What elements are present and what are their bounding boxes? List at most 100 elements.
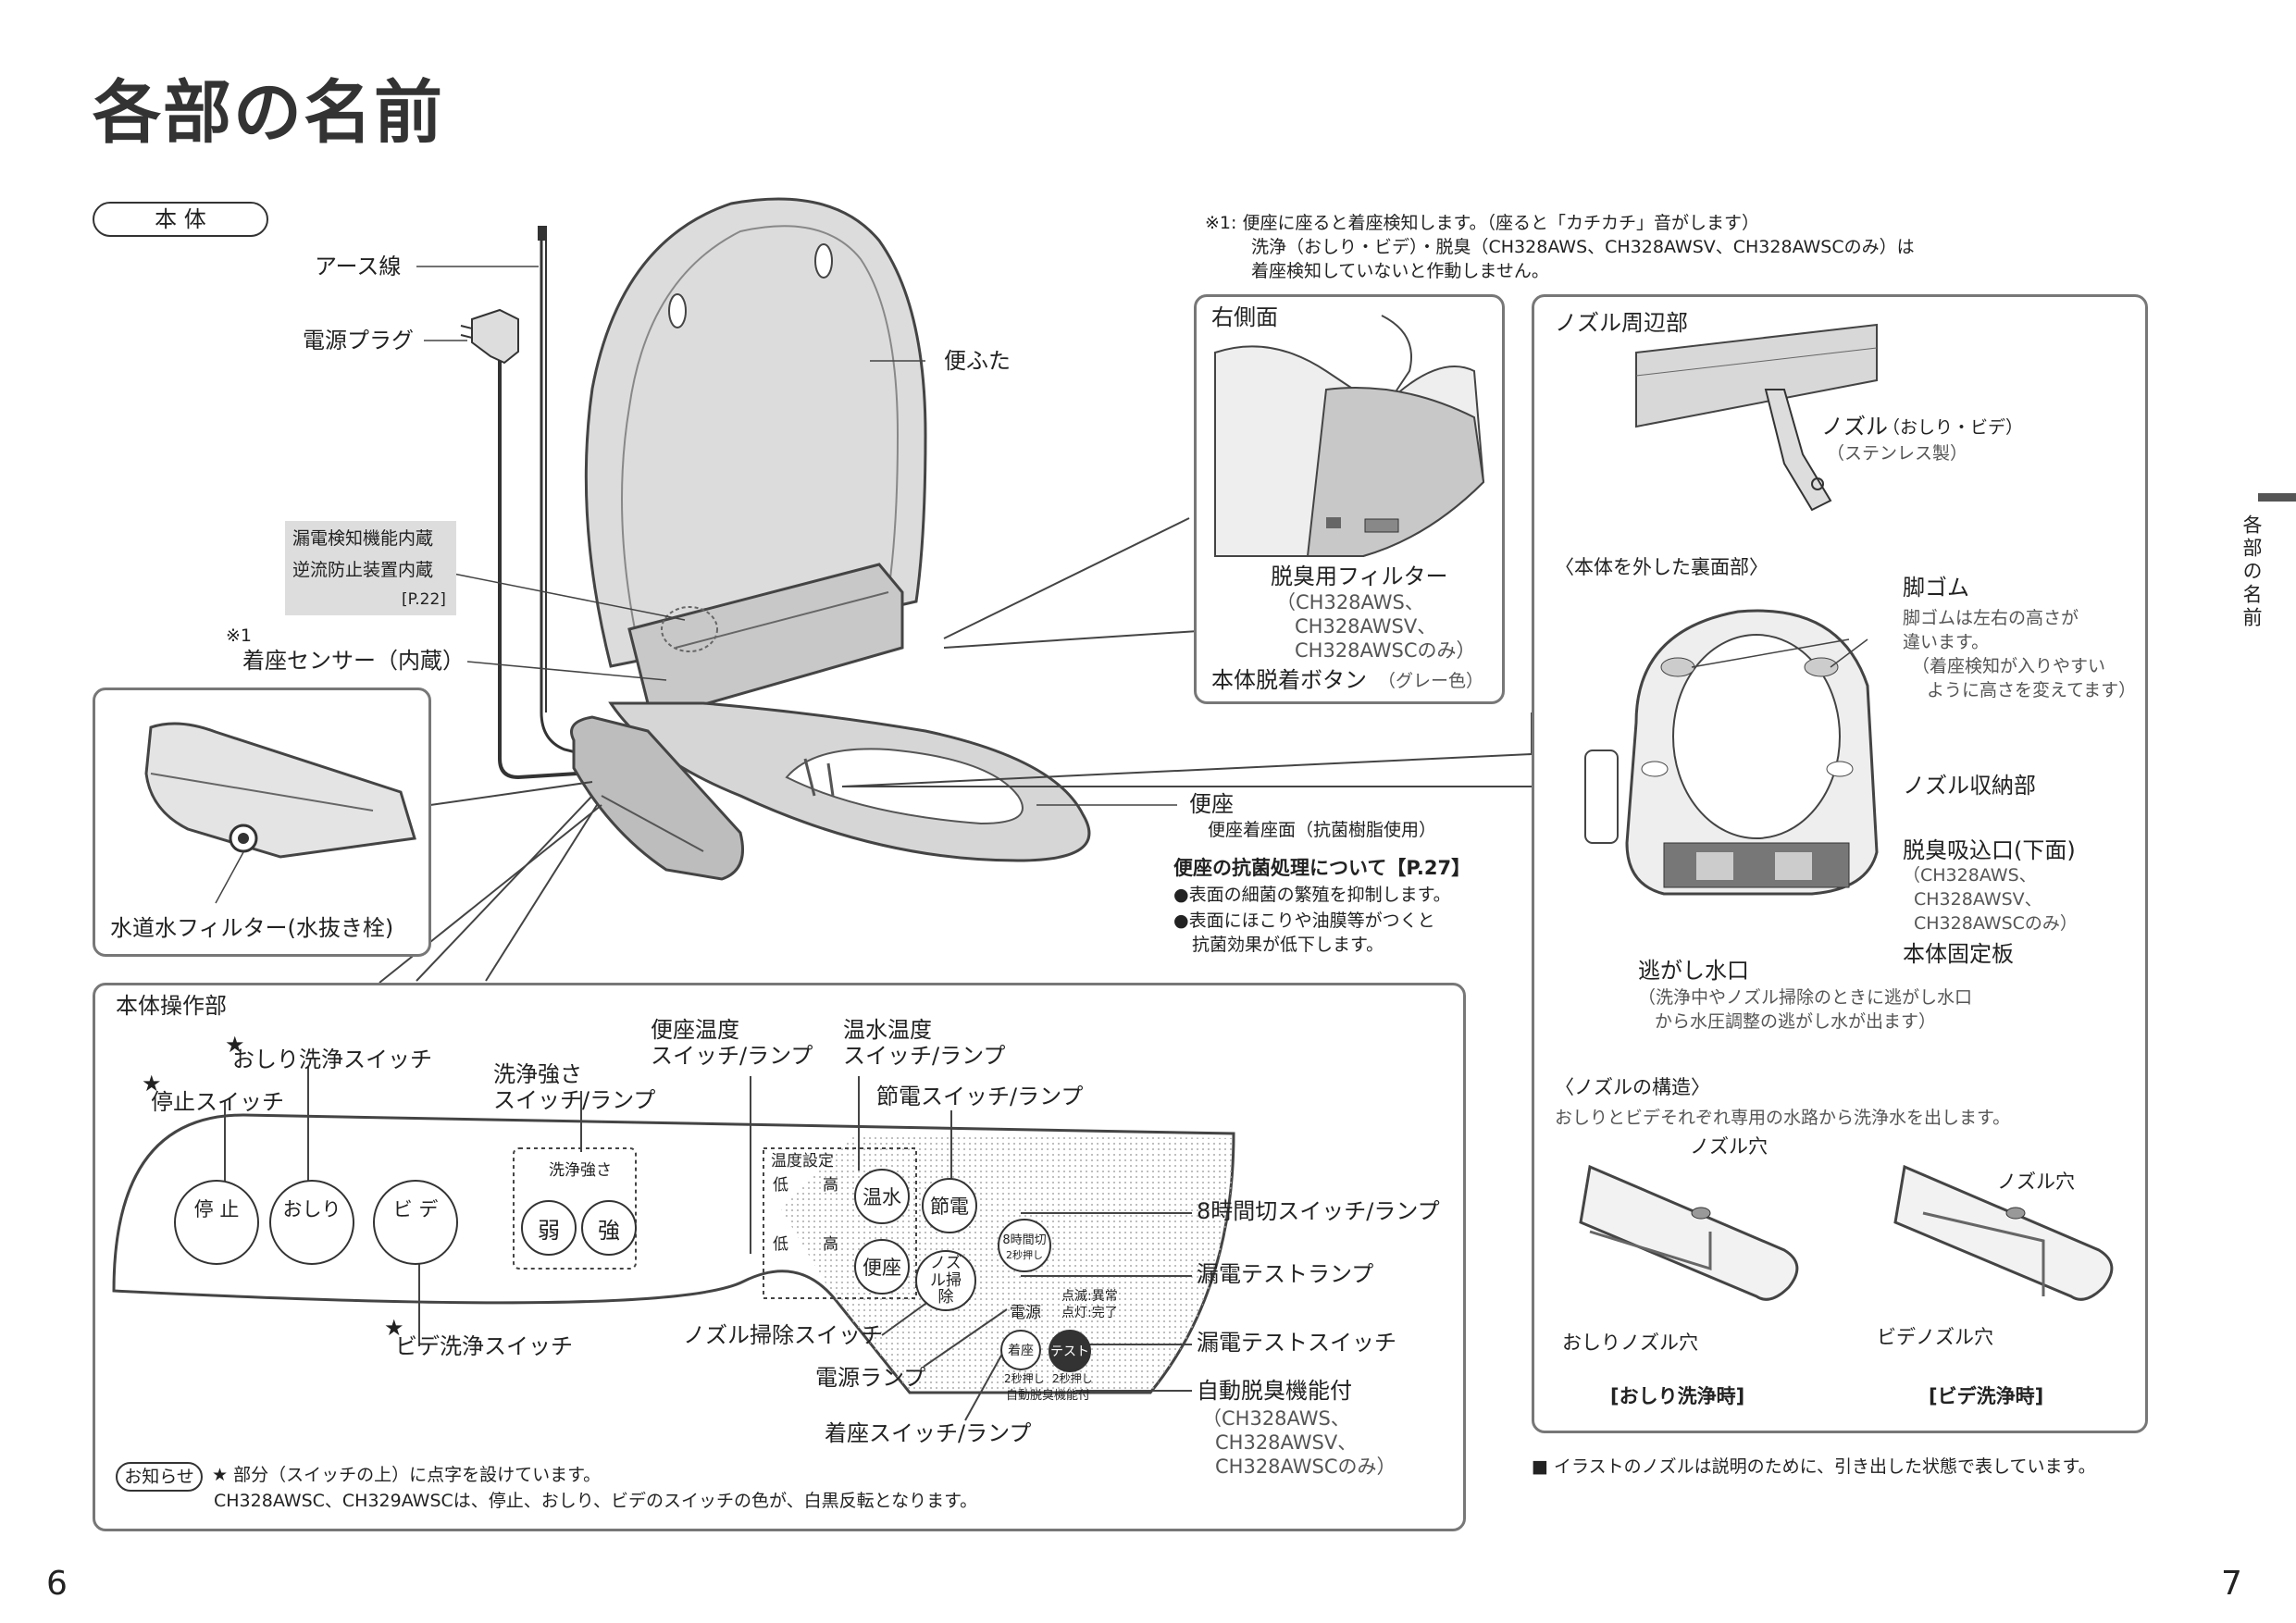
- leak-box-page-ref: [P.22]: [402, 590, 446, 609]
- label-seat-temp1: 便座温度: [651, 1017, 739, 1043]
- illustration-note: ■ イラストのノズルは説明のために、引き出した状態で表しています。: [1532, 1456, 2096, 1477]
- label-water-filter: 水道水フィルター(水抜き栓): [110, 915, 394, 941]
- control-panel-box: 本体操作部 ★ おしり洗浄スイッチ ★ 停止スイッチ 洗浄強さ スイッチ/ランプ: [93, 983, 1466, 1531]
- deodor-model1: （CH328AWS、: [1202, 1407, 1350, 1430]
- seat-temp-button[interactable]: 便座: [854, 1239, 910, 1295]
- intake-model1: （CH328AWS、: [1903, 865, 2037, 886]
- bidet-button[interactable]: ビ デ: [373, 1180, 458, 1265]
- page-title: 各部の名前: [93, 73, 444, 153]
- seat-temp-low: 低: [773, 1235, 788, 1254]
- two-sec-label-1: 2秒押し: [1004, 1372, 1045, 1385]
- stop-button-label: 停 止: [193, 1198, 240, 1220]
- label-leak-test-switch: 漏電テストスイッチ: [1197, 1330, 1396, 1356]
- label-deodor-filter: 脱臭用フィルター: [1271, 564, 1448, 589]
- nozzle-area-title: ノズル周辺部: [1555, 310, 1688, 336]
- antibac-line2: ●表面にほこりや油膜等がつくと: [1173, 911, 1435, 931]
- power-small-label: 電源: [1010, 1304, 1041, 1322]
- seat-small-button-label: 着座: [1008, 1344, 1034, 1358]
- nozzle-illustration: [1635, 323, 1878, 512]
- drain-desc2: から水圧調整の逃がし水が出ます）: [1655, 1011, 1937, 1032]
- feet-desc1: 脚ゴムは左右の高さが: [1903, 608, 2079, 628]
- stop-button[interactable]: 停 止: [174, 1180, 259, 1265]
- deodor-filter-model1: （CH328AWS、: [1276, 591, 1424, 613]
- label-seat: 便座: [1189, 791, 1234, 817]
- side-tab-label: 各部の名前: [2240, 514, 2263, 630]
- blink-label: 点滅:異常: [1061, 1289, 1118, 1304]
- label-hole-2: ノズル穴: [1997, 1171, 2075, 1193]
- label-eight-hour-switch: 8時間切スイッチ/ランプ: [1197, 1198, 1440, 1224]
- label-oshiri-switch: おしり洗浄スイッチ: [232, 1047, 432, 1072]
- back-view-illustration: [1584, 609, 1879, 896]
- strong-button[interactable]: 強: [581, 1200, 637, 1256]
- label-feet: 脚ゴム: [1903, 575, 1969, 601]
- water-temp-button-label: 温水: [863, 1186, 901, 1208]
- label-earth-wire: アース線: [315, 254, 402, 279]
- two-sec-label-2: 2秒押し: [1052, 1372, 1093, 1385]
- section-badge: 本 体: [93, 202, 268, 237]
- label-bidet-hole: ビデノズル穴: [1877, 1326, 1993, 1348]
- release-button-note: （グレー色）: [1378, 671, 1484, 691]
- notice-line2: CH328AWSC、CH329AWSCは、停止、おしり、ビデのスイッチの色が、白…: [214, 1491, 978, 1511]
- nozzle-area-box: ノズル周辺部 ノズル （おしり・ビデ） （ステンレス製） 〈本体を外した裏面部〉…: [1532, 294, 2148, 1433]
- seat-temp-button-label: 便座: [863, 1257, 901, 1279]
- notice-badge-label: お知らせ: [124, 1467, 194, 1487]
- leak-box-line1: 漏電検知機能内蔵: [292, 528, 434, 549]
- structure-title: 〈ノズルの構造〉: [1555, 1076, 1710, 1098]
- nozzle-sub: （おしり・ビデ）: [1882, 417, 2024, 438]
- label-release-button: 本体脱着ボタン: [1211, 667, 1367, 693]
- feet-desc2: 違います。: [1903, 632, 1990, 652]
- bidet-button-label: ビ デ: [392, 1198, 439, 1220]
- note1-line2: 洗浄（おしり・ビデ）・脱臭（CH328AWS、CH328AWSV、CH328AW…: [1251, 237, 1915, 257]
- intake-model3: CH328AWSCのみ）: [1914, 913, 2078, 934]
- label-strength-switch1: 洗浄強さ: [493, 1061, 582, 1087]
- leak-box-line2: 逆流防止装置内蔵: [292, 560, 434, 580]
- label-lid: 便ふた: [944, 348, 1011, 374]
- test-button[interactable]: テスト: [1049, 1330, 1091, 1372]
- section-badge-label: 本 体: [155, 206, 206, 232]
- power-save-button[interactable]: 節電: [922, 1178, 977, 1233]
- label-seat-switch: 着座スイッチ/ランプ: [825, 1420, 1032, 1446]
- lit-label: 点灯:完了: [1061, 1306, 1118, 1320]
- label-nozzle-clean-switch: ノズル掃除スイッチ: [683, 1322, 883, 1348]
- star-stop: ★: [142, 1071, 162, 1096]
- label-hole-1: ノズル穴: [1690, 1135, 1768, 1158]
- seat-small-button[interactable]: 着座: [1000, 1330, 1041, 1370]
- label-water-temp1: 温水温度: [843, 1017, 932, 1043]
- eight-hour-button[interactable]: 8時間切 2秒押し: [998, 1219, 1051, 1272]
- test-button-label: テスト: [1050, 1344, 1089, 1359]
- label-seat-sensor: 着座センサー（内蔵）: [242, 648, 465, 674]
- star-bidet: ★: [384, 1315, 404, 1341]
- label-power-lamp: 電源ランプ: [815, 1365, 926, 1391]
- label-leak-test-lamp: 漏電テストランプ: [1197, 1261, 1374, 1287]
- oshiri-button[interactable]: おしり: [269, 1180, 354, 1265]
- weak-button-label: 弱: [538, 1217, 560, 1244]
- water-temp-button[interactable]: 温水: [854, 1169, 910, 1224]
- strong-button-label: 強: [598, 1217, 620, 1244]
- deodor-model2: CH328AWSV、: [1215, 1431, 1358, 1454]
- label-nozzle-storage: ノズル収納部: [1903, 773, 2036, 799]
- note-mark: ※1: [226, 626, 253, 646]
- nozzle-clean-button-label: ノズル掃除: [930, 1253, 962, 1307]
- seat-temp-high: 高: [823, 1235, 838, 1254]
- note1-line1: ※1: 便座に座ると着座検知します。（座ると「カチカチ」音がします）: [1205, 213, 1760, 233]
- antibac-line1: ●表面の細菌の繁殖を抑制します。: [1173, 885, 1451, 905]
- notice-line1: ★ 部分（スイッチの上）に点字を設けています。: [212, 1465, 602, 1485]
- drain-desc1: （洗浄中やノズル掃除のときに逃がし水口: [1638, 987, 1973, 1008]
- water-temp-low: 低: [773, 1176, 788, 1195]
- label-drain: 逃がし水口: [1638, 958, 1749, 984]
- label-stop-switch: 停止スイッチ: [151, 1089, 284, 1115]
- temp-setting-label: 温度設定: [771, 1152, 834, 1171]
- nozzle-clean-button[interactable]: ノズル掃除: [915, 1250, 976, 1311]
- right-side-illustration: [1214, 315, 1485, 557]
- antibac-title: 便座の抗菌処理について【P.27】: [1173, 857, 1471, 879]
- back-view-title: 〈本体を外した裏面部〉: [1555, 556, 1769, 578]
- structure-desc: おしりとビデそれぞれ専用の水路から洗浄水を出します。: [1555, 1108, 2011, 1128]
- deodor-filter-model2: CH328AWSV、: [1295, 615, 1437, 638]
- leak-info-box: 漏電検知機能内蔵 逆流防止装置内蔵 [P.22]: [285, 521, 456, 615]
- caption-bidet: [ビデ洗浄時]: [1929, 1385, 2044, 1407]
- star-oshiri: ★: [225, 1032, 245, 1058]
- label-intake: 脱臭吸込口(下面): [1903, 837, 2076, 863]
- weak-button[interactable]: 弱: [521, 1200, 577, 1256]
- nozzle-structure-illustration: [1579, 1164, 2114, 1301]
